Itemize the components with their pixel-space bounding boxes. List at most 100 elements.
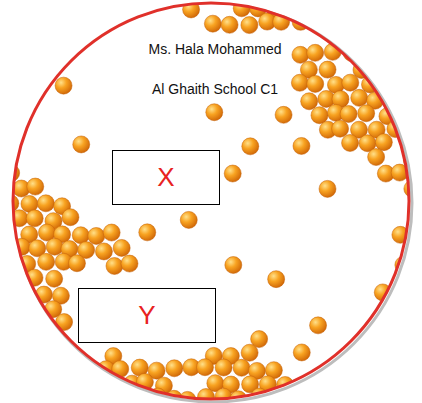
- particle: [88, 227, 105, 244]
- particle: [60, 361, 77, 378]
- particle: [282, 1, 299, 18]
- particle: [393, 44, 410, 61]
- particle: [26, 389, 43, 403]
- particle: [0, 391, 12, 403]
- particle: [292, 46, 309, 63]
- particle: [0, 315, 3, 332]
- particle: [342, 134, 359, 151]
- particle: [400, 270, 417, 287]
- particle: [419, 1, 422, 18]
- particle: [9, 301, 26, 318]
- particle: [266, 392, 283, 403]
- particle: [400, 29, 417, 46]
- particle: [10, 392, 27, 403]
- particle: [391, 105, 408, 122]
- particle: [53, 375, 70, 392]
- particle: [0, 211, 9, 228]
- particle: [319, 180, 336, 197]
- particle: [2, 195, 19, 212]
- particle: [420, 89, 422, 106]
- particle: [0, 242, 9, 259]
- watermark-text: Al Ghaith School C1: [152, 81, 278, 97]
- particle: [420, 58, 422, 75]
- particle: [94, 393, 111, 403]
- particle: [175, 0, 192, 2]
- particle: [38, 253, 55, 270]
- particle: [0, 378, 2, 395]
- particle: [401, 88, 418, 105]
- particle: [293, 137, 310, 154]
- particle: [241, 344, 258, 361]
- particle: [9, 359, 26, 376]
- circle-border: [13, 3, 409, 399]
- particle: [233, 359, 250, 376]
- label-box: X: [112, 150, 220, 205]
- particle: [301, 3, 318, 20]
- particle: [311, 13, 328, 30]
- particle: [0, 166, 4, 183]
- particle: [328, 15, 345, 32]
- particle: [275, 106, 292, 123]
- particle: [243, 0, 260, 3]
- particle: [0, 362, 12, 379]
- particle: [361, 378, 378, 395]
- particle: [225, 257, 242, 274]
- watermark-text: Ms. Hala Mohammed: [148, 41, 281, 57]
- circle-shadow: [14, 4, 412, 402]
- particle: [45, 388, 62, 403]
- particle: [121, 255, 138, 272]
- particle: [27, 359, 44, 376]
- particle: [180, 211, 197, 228]
- particle: [22, 347, 39, 364]
- particle: [370, 59, 387, 76]
- particle: [400, 0, 417, 16]
- particle: [2, 257, 19, 274]
- particle: [359, 14, 376, 31]
- particle: [60, 392, 77, 403]
- particle: [410, 74, 422, 91]
- particle: [114, 389, 131, 403]
- particle: [352, 2, 369, 19]
- particle: [298, 389, 315, 403]
- particle: [404, 240, 421, 257]
- particle: [284, 392, 301, 403]
- particle: [311, 107, 328, 124]
- particle: [310, 317, 327, 334]
- particle: [241, 17, 258, 34]
- particle: [378, 76, 395, 93]
- particle: [351, 89, 368, 106]
- particle: [139, 224, 156, 241]
- particle: [0, 255, 1, 272]
- particle: [374, 17, 391, 34]
- particle: [257, 0, 274, 1]
- particle: [206, 104, 223, 121]
- particle: [46, 270, 63, 287]
- particle: [410, 138, 422, 155]
- particle: [204, 15, 221, 32]
- particle: [20, 44, 37, 61]
- particle: [336, 30, 353, 47]
- particle: [37, 195, 54, 212]
- particle: [291, 74, 308, 91]
- particle: [340, 106, 357, 123]
- particle: [310, 0, 327, 1]
- particle: [307, 44, 324, 61]
- particle: [409, 197, 422, 214]
- particle: [400, 62, 417, 79]
- particle: [55, 77, 72, 94]
- label-box: Y: [78, 288, 216, 343]
- particle: [4, 313, 21, 330]
- particle: [275, 0, 292, 4]
- particle: [233, 0, 250, 17]
- particle: [301, 93, 318, 110]
- particle: [73, 136, 90, 153]
- particle: [376, 44, 393, 61]
- particle: [0, 272, 10, 289]
- particle: [3, 77, 20, 94]
- particle: [366, 3, 383, 20]
- particle: [340, 18, 357, 35]
- particle: [413, 166, 422, 183]
- particle: [420, 179, 422, 196]
- particle: [38, 377, 55, 394]
